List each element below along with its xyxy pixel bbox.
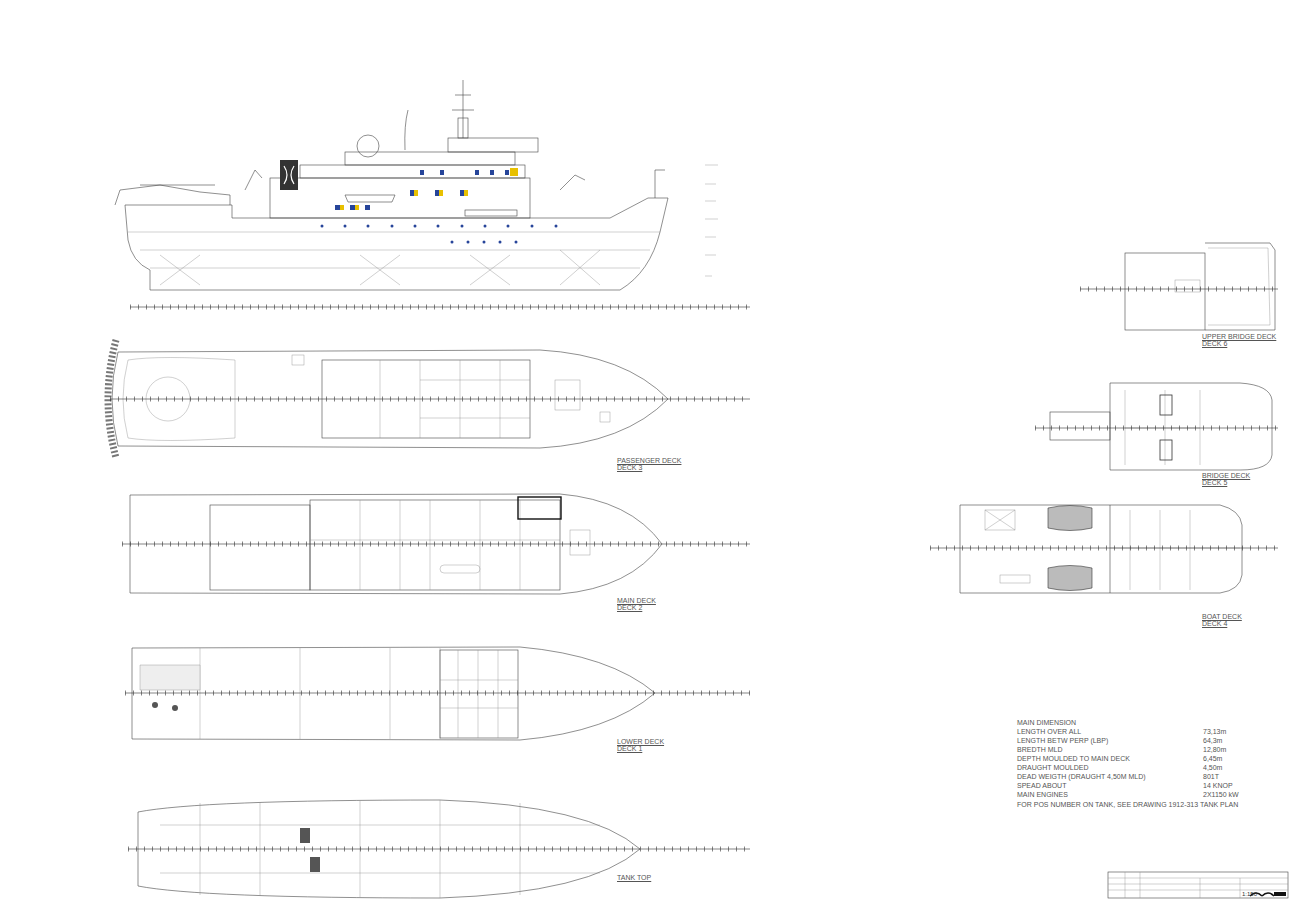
deck-name: MAIN DECK (617, 597, 656, 605)
deck-name: PASSENGER DECK (617, 457, 681, 465)
dimension-text: MAIN ENGINES (1017, 791, 1068, 799)
boat-deck-plan (930, 505, 1278, 593)
dimension-text: DEPTH MOULDED TO MAIN DECK (1017, 755, 1130, 763)
deck-name: DECK 3 (617, 464, 642, 472)
dimension-text: 6,45m (1203, 755, 1222, 763)
dimension-text: 12,80m (1203, 746, 1226, 754)
main-deck-plan (122, 494, 750, 594)
dimension-text: 73,13m (1203, 728, 1226, 736)
dimension-text: 64,3m (1203, 737, 1222, 745)
dimension-text: MAIN DIMENSION (1017, 719, 1076, 727)
dimension-text: SPEAD ABOUT (1017, 782, 1066, 790)
deck-name: BOAT DECK (1202, 613, 1242, 621)
dimension-text: 801T (1203, 773, 1219, 781)
dimension-text: LENGTH OVER ALL (1017, 728, 1081, 736)
dimension-text: 14 KNOP (1203, 782, 1233, 790)
deck-name: DECK 2 (617, 604, 642, 612)
tank-top-plan (128, 800, 750, 898)
deck-name: DECK 4 (1202, 620, 1227, 628)
deck-name: DECK 6 (1202, 340, 1227, 348)
dimension-text: BREDTH MLD (1017, 746, 1063, 754)
deck-name: DECK 1 (617, 745, 642, 753)
dimension-text: FOR POS NUMBER ON TANK, SEE DRAWING 1912… (1017, 801, 1238, 809)
deck-name: TANK TOP (617, 874, 651, 882)
dimension-text: 2X1150 kW (1203, 791, 1239, 799)
dimension-text: DRAUGHT MOULDED (1017, 764, 1088, 772)
dimension-text: LENGTH BETW PERP (LBP) (1017, 737, 1108, 745)
passenger-deck-plan (108, 340, 750, 458)
side-profile (115, 80, 750, 307)
dimension-text: DEAD WEIGTH (DRAUGHT 4,50M MLD) (1017, 773, 1146, 781)
deck-name: BRIDGE DECK (1202, 472, 1250, 480)
dimension-text: 4,50m (1203, 764, 1222, 772)
scale-text: 1:150 (1242, 891, 1257, 897)
deck-name: UPPER BRIDGE DECK (1202, 333, 1276, 341)
upper-bridge-deck-plan (1080, 243, 1278, 330)
bridge-deck-plan (1035, 383, 1278, 470)
title-block (1108, 872, 1288, 898)
deck-name: LOWER DECK (617, 738, 664, 746)
lower-deck-plan (125, 647, 750, 740)
deck-name: DECK 5 (1202, 479, 1227, 487)
